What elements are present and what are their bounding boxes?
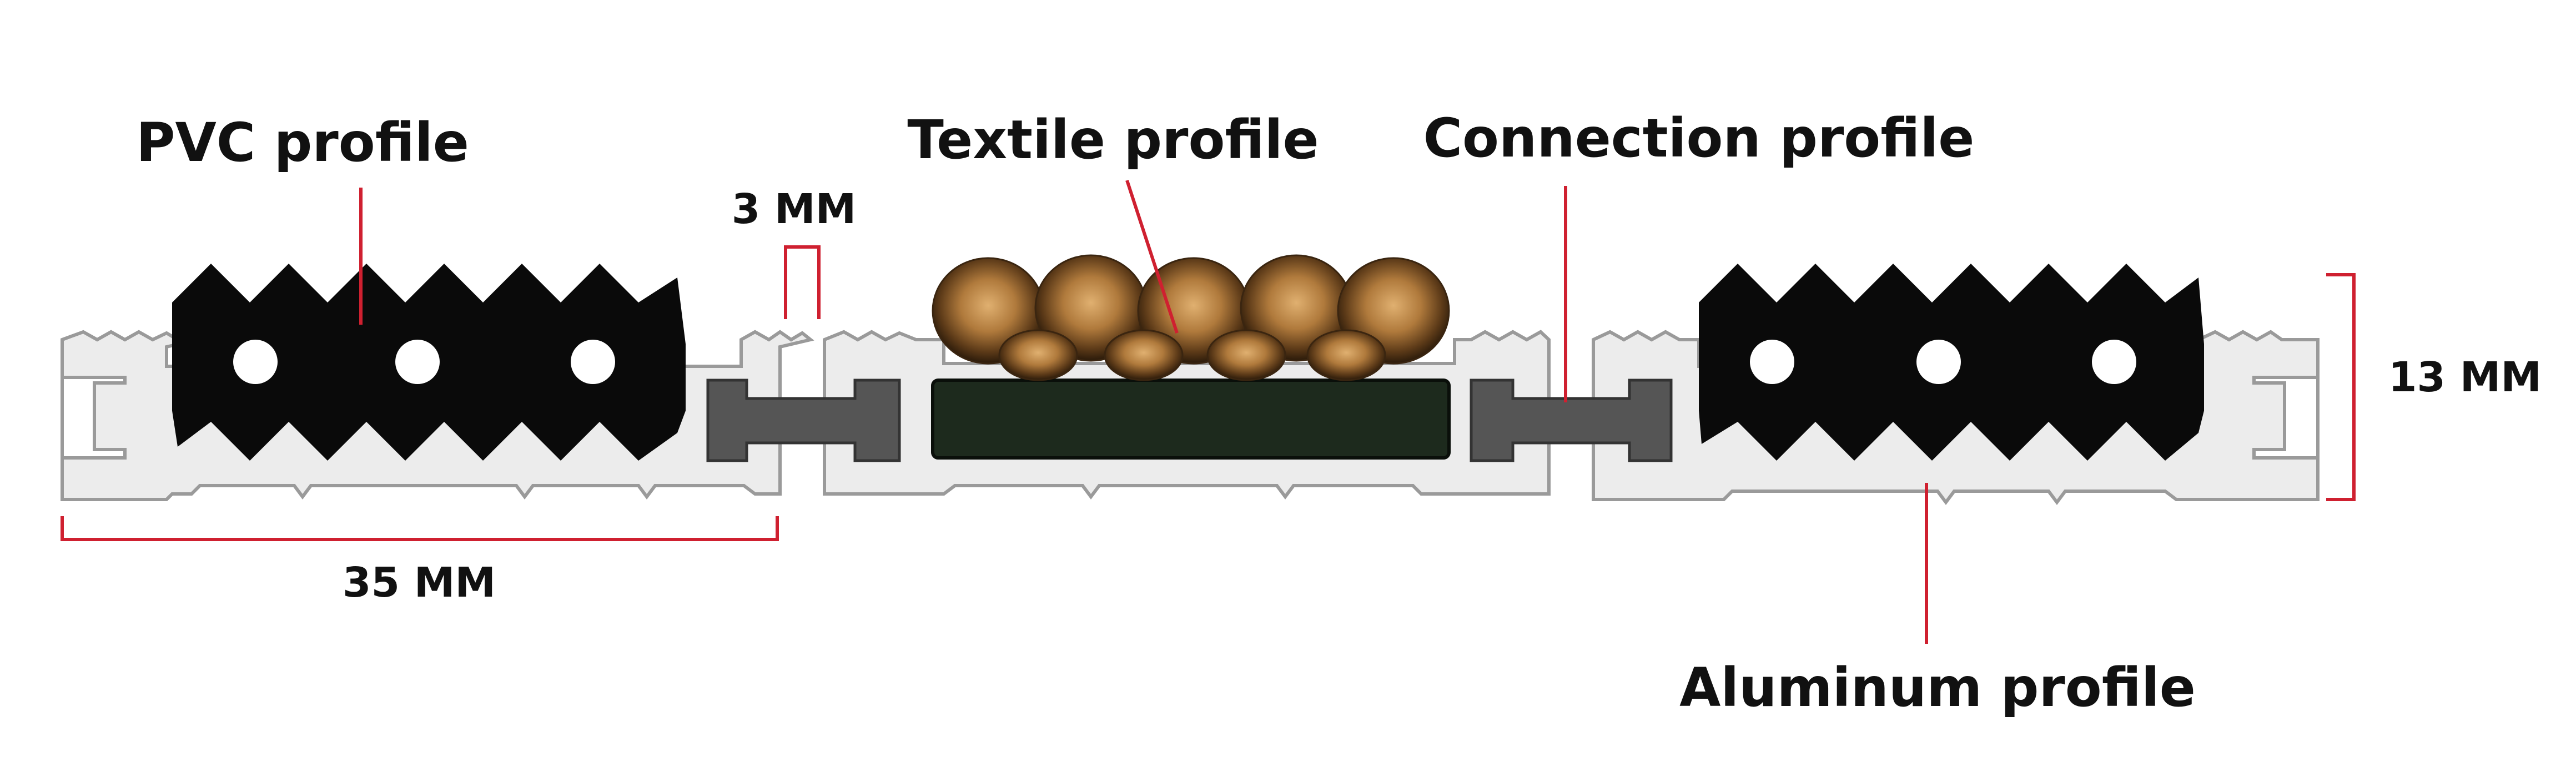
textile-profile-label: Textile profile xyxy=(907,109,1319,171)
gap-dimension-label: 3 MM xyxy=(732,185,857,233)
pvc-hole xyxy=(571,340,615,384)
pvc-profile-label: PVC profile xyxy=(136,112,469,174)
width-dimension-label: 35 MM xyxy=(343,559,496,607)
aluminum-profile-label: Aluminum profile xyxy=(1679,657,2196,719)
connection-profile-right xyxy=(1470,379,1673,462)
height-dimension-bracket xyxy=(2326,273,2356,501)
connection-profile-label: Connection profile xyxy=(1423,107,1975,169)
gap-dimension-bracket xyxy=(784,245,821,319)
pvc-hole xyxy=(2092,340,2136,384)
textile-base xyxy=(931,379,1451,460)
textile-profile xyxy=(931,254,1451,460)
pvc-hole xyxy=(395,340,440,384)
width-dimension-bracket xyxy=(61,516,779,541)
textile-fibers xyxy=(932,254,1450,381)
pvc-hole xyxy=(1916,340,1961,384)
textile-leader-line xyxy=(1125,180,1179,334)
pvc-profile-left xyxy=(172,264,686,461)
connection-profile-left xyxy=(706,379,901,462)
pvc-hole xyxy=(233,340,278,384)
pvc-profile-right xyxy=(1699,264,2204,461)
height-dimension-label: 13 MM xyxy=(2388,354,2542,401)
annotation-lines xyxy=(61,180,2356,644)
pvc-hole xyxy=(1750,340,1794,384)
